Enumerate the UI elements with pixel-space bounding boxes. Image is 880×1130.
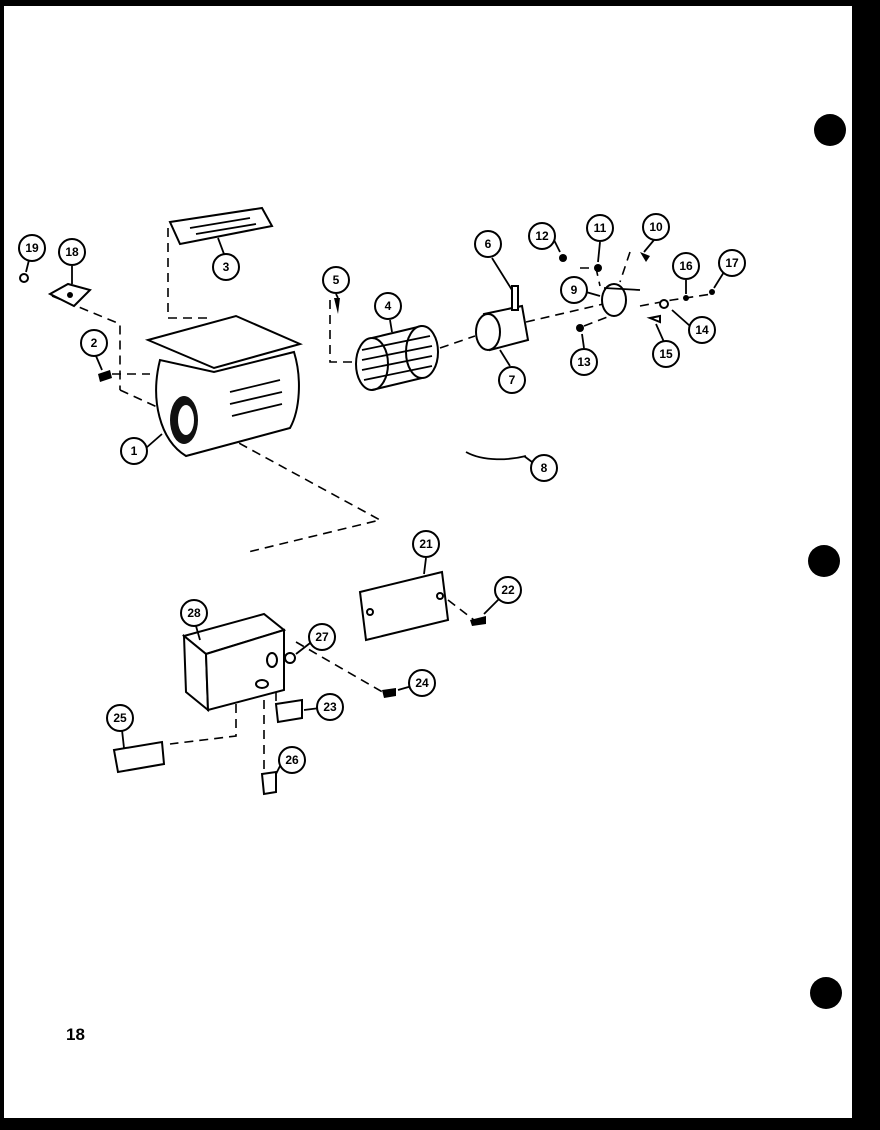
callout-28: 28	[180, 599, 208, 627]
callout-25-label: 25	[113, 711, 127, 725]
callout-11: 11	[586, 214, 614, 242]
callout-26-label: 26	[285, 753, 299, 767]
callout-13-label: 13	[577, 355, 591, 369]
callout-24-label: 24	[415, 676, 429, 690]
box-screw	[382, 688, 396, 698]
callout-27-label: 27	[315, 630, 329, 644]
bottom-edge	[0, 1118, 880, 1130]
motor	[475, 285, 530, 352]
callout-leaders	[25, 237, 725, 775]
callout-8: 8	[530, 454, 558, 482]
callout-27: 27	[308, 623, 336, 651]
left-edge	[0, 0, 4, 1130]
blower-wheel	[355, 325, 439, 391]
callout-10: 10	[642, 213, 670, 241]
callout-15-label: 15	[659, 347, 673, 361]
callout-19: 19	[18, 234, 46, 262]
callout-15: 15	[652, 340, 680, 368]
callout-14: 14	[688, 316, 716, 344]
callout-19-label: 19	[25, 241, 39, 255]
callout-28-label: 28	[187, 606, 201, 620]
callout-9-label: 9	[571, 283, 578, 297]
callout-4: 4	[374, 292, 402, 320]
callout-23: 23	[316, 693, 344, 721]
callout-1: 1	[120, 437, 148, 465]
callout-7-label: 7	[509, 373, 516, 387]
panel-screw	[470, 616, 486, 626]
filter	[168, 206, 274, 246]
callout-12-label: 12	[535, 229, 549, 243]
screw	[98, 370, 112, 382]
callout-3-label: 3	[223, 260, 230, 274]
callout-13: 13	[570, 348, 598, 376]
motor-mount	[601, 283, 641, 317]
callout-2: 2	[80, 329, 108, 357]
callout-5-label: 5	[333, 273, 340, 287]
callout-12: 12	[528, 222, 556, 250]
callout-25: 25	[106, 704, 134, 732]
control-box	[181, 612, 287, 713]
capacitor	[274, 698, 303, 724]
callout-3: 3	[212, 253, 240, 281]
callout-24: 24	[408, 669, 436, 697]
blower-housing	[144, 314, 303, 458]
callout-23-label: 23	[323, 700, 337, 714]
callout-22-label: 22	[501, 583, 515, 597]
callout-16: 16	[672, 252, 700, 280]
callout-21-label: 21	[419, 537, 433, 551]
callout-9: 9	[560, 276, 588, 304]
right-edge	[852, 0, 880, 1130]
fitting	[260, 770, 277, 796]
callout-6: 6	[474, 230, 502, 258]
callout-8-label: 8	[541, 461, 548, 475]
terminal-block	[112, 740, 166, 774]
callout-18-label: 18	[65, 245, 79, 259]
top-edge	[0, 0, 880, 6]
callout-26: 26	[278, 746, 306, 774]
binder-hole-bottom	[810, 977, 842, 1009]
callout-6-label: 6	[485, 237, 492, 251]
page-number: 18	[66, 1025, 85, 1044]
callout-14-label: 14	[695, 323, 709, 337]
binder-hole-top	[814, 114, 846, 146]
binder-hole-middle	[808, 545, 840, 577]
cover-plate	[358, 570, 450, 642]
wire	[465, 451, 527, 461]
callout-2-label: 2	[91, 336, 98, 350]
callout-7: 7	[498, 366, 526, 394]
callout-16-label: 16	[679, 259, 693, 273]
callout-5: 5	[322, 266, 350, 294]
callout-11-label: 11	[594, 221, 607, 235]
small-hardware	[559, 252, 715, 332]
mounting-plate	[19, 273, 92, 308]
grommet	[284, 652, 296, 664]
callout-1-label: 1	[131, 444, 138, 458]
callout-4-label: 4	[385, 299, 392, 313]
set-screw	[334, 298, 340, 314]
callout-18: 18	[58, 238, 86, 266]
callout-17-label: 17	[725, 256, 739, 270]
callout-22: 22	[494, 576, 522, 604]
callout-21: 21	[412, 530, 440, 558]
callout-17: 17	[718, 249, 746, 277]
callout-10-label: 10	[649, 220, 663, 234]
